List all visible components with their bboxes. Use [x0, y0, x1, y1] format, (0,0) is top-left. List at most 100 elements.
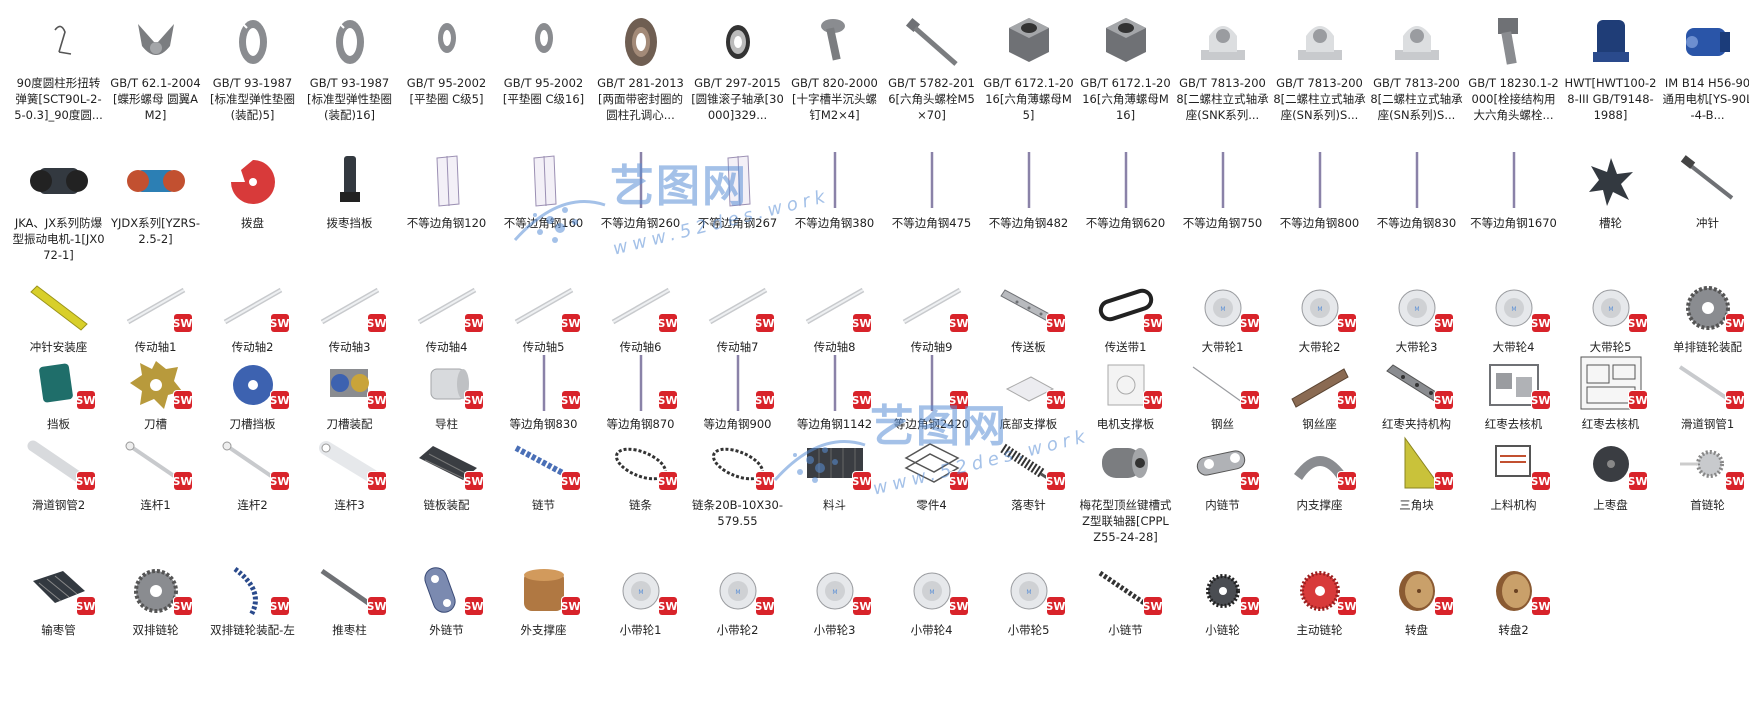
- file-thumbnail[interactable]: SW: [506, 354, 582, 411]
- file-thumbnail[interactable]: SW: [1573, 432, 1649, 492]
- file-thumbnail[interactable]: SW: [1282, 354, 1358, 411]
- file-thumbnail[interactable]: SW: [506, 432, 582, 492]
- file-thumbnail[interactable]: [409, 150, 485, 210]
- file-thumbnail[interactable]: SW: [797, 278, 873, 334]
- file-tile[interactable]: GB∕T 7813-2008[二螺柱立式轴承座(SN系列)S...: [1368, 10, 1465, 150]
- file-thumbnail[interactable]: SW: [409, 278, 485, 334]
- file-thumbnail[interactable]: SW: [215, 432, 291, 492]
- file-tile[interactable]: GB∕T 93-1987[标准型弹性垫圈(装配)5]: [204, 10, 301, 150]
- file-thumbnail[interactable]: SW: [603, 354, 679, 411]
- file-thumbnail[interactable]: SW: [118, 354, 194, 411]
- file-thumbnail[interactable]: SW: [409, 560, 485, 617]
- file-tile[interactable]: 不等边角钢482: [980, 150, 1077, 278]
- file-tile[interactable]: 不等边角钢1670: [1465, 150, 1562, 278]
- file-thumbnail[interactable]: [312, 150, 388, 210]
- file-tile[interactable]: 槽轮: [1562, 150, 1659, 278]
- file-thumbnail[interactable]: [1379, 150, 1455, 210]
- file-tile[interactable]: 拨盘: [204, 150, 301, 278]
- file-thumbnail[interactable]: SW: [1379, 432, 1455, 492]
- file-thumbnail[interactable]: [312, 10, 388, 70]
- file-thumbnail[interactable]: SW: [1670, 432, 1746, 492]
- file-thumbnail[interactable]: SW: [1185, 560, 1261, 617]
- file-tile[interactable]: GB∕T 297-2015[圆锥滚子轴承[30000]329...: [689, 10, 786, 150]
- file-tile[interactable]: 90度圆柱形扭转弹簧[SCT90L-2-5-0.3]_90度圆...: [10, 10, 107, 150]
- file-thumbnail[interactable]: SW: [118, 432, 194, 492]
- file-thumbnail[interactable]: [1670, 10, 1746, 70]
- file-thumbnail[interactable]: SW: [991, 278, 1067, 334]
- file-thumbnail[interactable]: [1573, 10, 1649, 70]
- file-thumbnail[interactable]: SW: [312, 560, 388, 617]
- file-thumbnail[interactable]: [1282, 150, 1358, 210]
- file-thumbnail[interactable]: [506, 150, 582, 210]
- file-thumbnail[interactable]: SW: [700, 278, 776, 334]
- file-thumbnail[interactable]: [21, 278, 97, 334]
- file-thumbnail[interactable]: [506, 10, 582, 70]
- file-tile[interactable]: JKA、JX系列防爆型振动电机-1[JX072-1]: [10, 150, 107, 278]
- file-thumbnail[interactable]: [118, 10, 194, 70]
- file-thumbnail[interactable]: SW: [21, 354, 97, 411]
- file-tile[interactable]: GB∕T 7813-2008[二螺柱立式轴承座(SN系列)S...: [1271, 10, 1368, 150]
- file-tile[interactable]: GB∕T 95-2002[平垫圈 C级16]: [495, 10, 592, 150]
- file-tile[interactable]: GB∕T 281-2013[两面带密封圈的圆柱孔调心...: [592, 10, 689, 150]
- file-tile[interactable]: 冲针安装座: [10, 278, 107, 354]
- file-thumbnail[interactable]: [797, 10, 873, 70]
- file-thumbnail[interactable]: SW: [700, 354, 776, 411]
- file-thumbnail[interactable]: [1476, 10, 1552, 70]
- file-thumbnail[interactable]: SW: [312, 278, 388, 334]
- file-thumbnail[interactable]: [700, 10, 776, 70]
- file-thumbnail[interactable]: [894, 150, 970, 210]
- file-thumbnail[interactable]: [1282, 10, 1358, 70]
- file-thumbnail[interactable]: [700, 150, 776, 210]
- file-thumbnail[interactable]: SW: [118, 278, 194, 334]
- file-thumbnail[interactable]: SW: [118, 560, 194, 617]
- file-tile[interactable]: 不等边角钢475: [883, 150, 980, 278]
- file-thumbnail[interactable]: SW: [1476, 432, 1552, 492]
- file-tile[interactable]: GB∕T 7813-2008[二螺柱立式轴承座(SNK系列...: [1174, 10, 1271, 150]
- file-thumbnail[interactable]: [603, 10, 679, 70]
- file-thumbnail[interactable]: [991, 10, 1067, 70]
- file-thumbnail[interactable]: [215, 10, 291, 70]
- file-thumbnail[interactable]: SW: [506, 560, 582, 617]
- file-thumbnail[interactable]: SW: [1670, 354, 1746, 411]
- file-tile[interactable]: GB∕T 95-2002[平垫圈 C级5]: [398, 10, 495, 150]
- file-thumbnail[interactable]: SW: [1379, 354, 1455, 411]
- file-thumbnail[interactable]: SW: [991, 354, 1067, 411]
- file-thumbnail[interactable]: SW: [1670, 278, 1746, 334]
- file-thumbnail[interactable]: [1088, 432, 1164, 492]
- file-tile[interactable]: 不等边角钢380: [786, 150, 883, 278]
- file-tile[interactable]: YJDX系列[YZRS-2.5-2]: [107, 150, 204, 278]
- file-thumbnail[interactable]: SW: [215, 278, 291, 334]
